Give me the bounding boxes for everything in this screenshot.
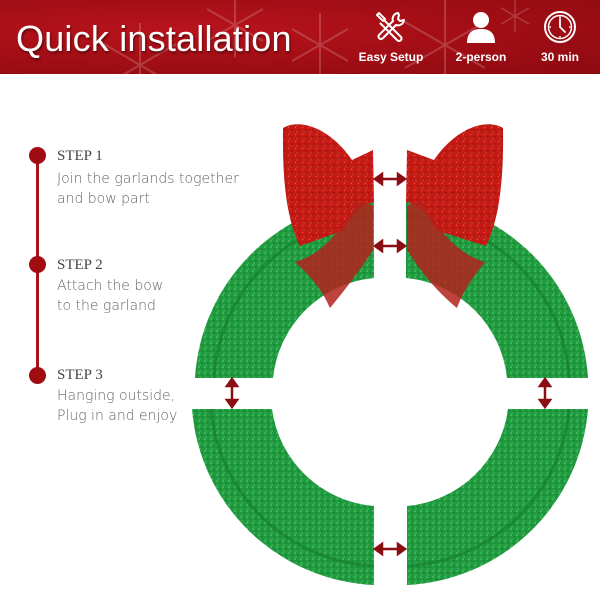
- snowflake-decoration-icon: [206, 0, 264, 57]
- tools-icon: [376, 12, 405, 42]
- step-3-title: STEP 3: [57, 367, 103, 383]
- step-2-desc-line2: to the garland: [57, 298, 156, 314]
- step-1-description: Join the garlands together and bow part: [57, 169, 257, 209]
- snowflake-decoration-icon: [103, 23, 177, 74]
- step-2-description: Attach the bow to the garland: [57, 276, 257, 316]
- snowflake-decoration-icon: [404, 0, 486, 74]
- person-icon: [467, 12, 495, 43]
- arrow-horizontal-bottom: [372, 541, 408, 557]
- feature-label: 2-person: [455, 50, 507, 64]
- step-3-desc-line1: Hanging outside,: [57, 388, 176, 404]
- feature-2-person: 2-person: [441, 10, 521, 64]
- bow-right-half: [406, 124, 504, 308]
- step-3-description: Hanging outside, Plug in and enjoy: [57, 386, 257, 426]
- garland-bottom-right: [407, 409, 588, 585]
- feature-label: 30 min: [540, 50, 579, 64]
- step-3-desc-line2: Plug in and enjoy: [57, 408, 178, 424]
- bow-left-half: [282, 124, 374, 308]
- step-1-desc-line1: Join the garlands together: [57, 171, 239, 187]
- arrow-horizontal-middle: [372, 238, 408, 254]
- arrow-vertical-right: [537, 376, 553, 410]
- step-1-title: STEP 1: [57, 148, 103, 164]
- header-banner: Quick installation Easy Setup 2-person 3…: [0, 0, 600, 74]
- step-3-dot: [29, 367, 46, 384]
- step-1-dot: [29, 147, 46, 164]
- step-1-desc-line2: and bow part: [57, 191, 150, 207]
- step-2-title: STEP 2: [57, 257, 103, 273]
- feature-label: Easy Setup: [358, 50, 424, 64]
- step-2-desc-line1: Attach the bow: [57, 278, 164, 294]
- snowflake-decoration-icon: [291, 13, 349, 74]
- garland-bottom-left: [192, 409, 374, 585]
- feature-easy-setup: Easy Setup: [351, 10, 431, 64]
- snowflake-decoration-icon: [500, 0, 530, 32]
- page-title: Quick installation: [16, 18, 292, 59]
- step-2-dot: [29, 256, 46, 273]
- garland-top-right: [406, 199, 588, 378]
- feature-30-min: 30 min: [520, 10, 600, 64]
- clock-icon: [544, 11, 576, 43]
- arrow-horizontal-top: [372, 171, 408, 187]
